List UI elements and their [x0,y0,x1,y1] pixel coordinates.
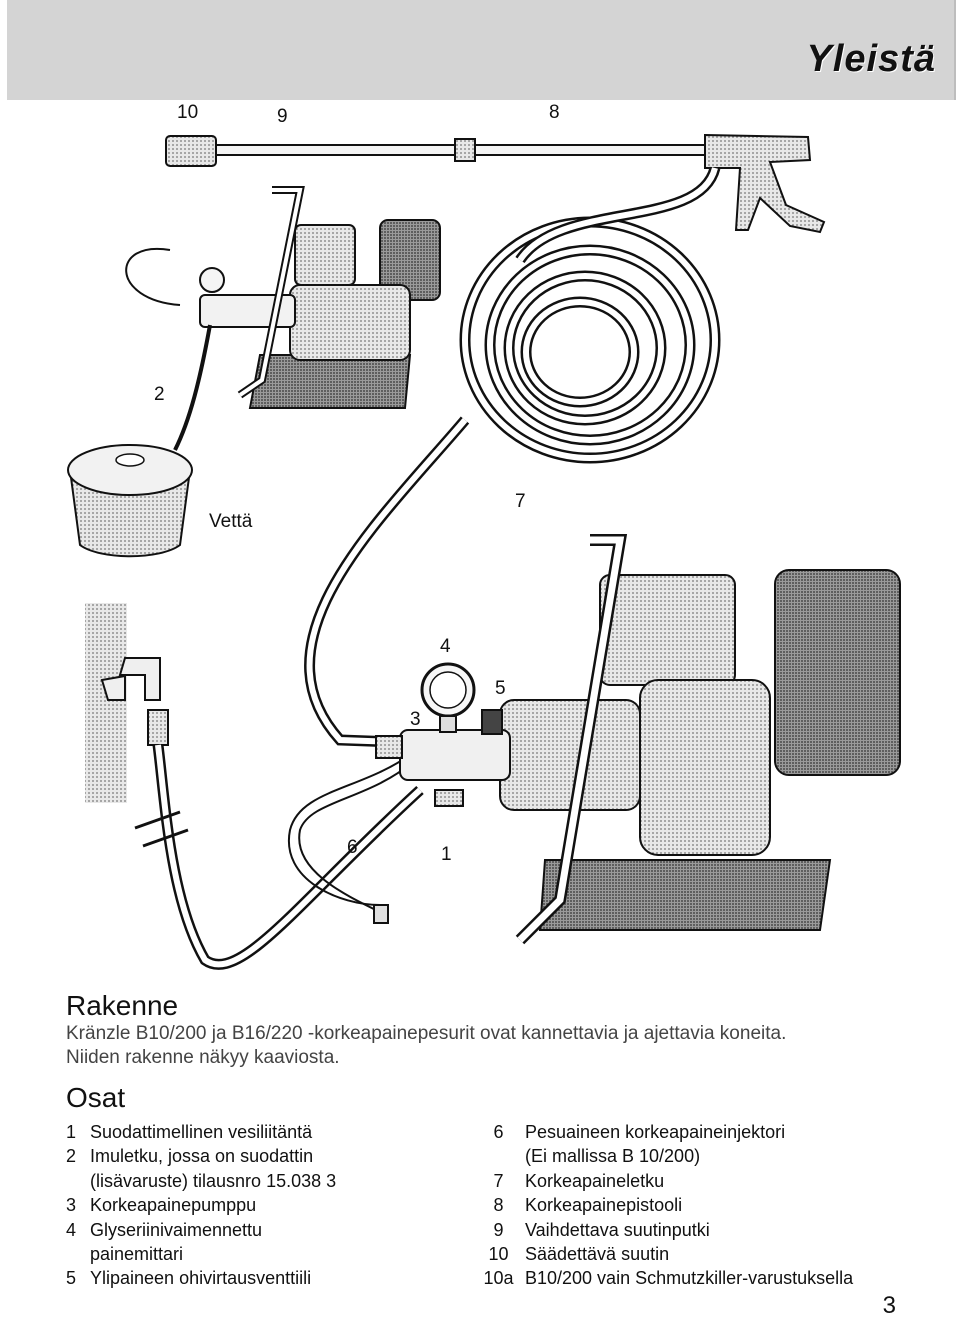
parts-text: painemittari [90,1244,184,1265]
callout-9: 9 [277,106,288,127]
parts-number: 1 [66,1122,77,1142]
callout-2: 2 [154,384,165,405]
parts-text: B10/200 vain Schmutzkiller-varustuksella [525,1268,854,1289]
rakenne-heading: Rakenne [66,990,179,1021]
parts-text: Korkeapainepumppu [90,1195,257,1216]
parts-item: 9 Vaihdettava suutinputki [472,1218,853,1242]
callout-5: 5 [495,678,506,699]
parts-text: Suodattimellinen vesiliitäntä [90,1122,313,1142]
parts-text: (Ei mallissa B 10/200) [525,1146,701,1167]
callout-3: 3 [410,709,421,730]
callout-6: 6 [347,837,358,858]
parts-number: 10 [488,1244,509,1265]
parts-text: Imuletku, jossa on suodattin [90,1146,314,1167]
parts-number: 4 [66,1219,77,1240]
parts-item: 10a B10/200 vain Schmutzkiller-varustukse… [472,1266,853,1290]
parts-list-right: 6 Pesuaineen korkeapaineinjektori (Ei mal… [472,1120,853,1291]
page-title: Yleistä [806,38,936,80]
parts-number: 8 [493,1195,504,1216]
parts-item: 10 Säädettävä suutin [472,1242,853,1266]
parts-text: Säädettävä suutin [525,1244,670,1265]
parts-item: 6 Pesuaineen korkeapaineinjektori [472,1120,853,1144]
callout-10: 10 [177,102,199,123]
parts-text: Glyseriinivaimennettu [90,1219,263,1240]
parts-item: painemittari [66,1242,336,1266]
callout-1: 1 [441,844,452,865]
parts-item: 2 Imuletku, jossa on suodattin [66,1144,336,1168]
water-bucket [67,444,193,558]
parts-number: 9 [493,1219,504,1240]
small-pump-unit [125,186,441,451]
callout-8: 8 [549,102,560,123]
parts-text: Korkeapainepistooli [525,1195,683,1216]
parts-text: Vaihdettava suutinputki [525,1219,710,1240]
page-number: 3 [882,1292,896,1319]
parts-number: 7 [493,1170,504,1191]
parts-item: 4 Glyseriinivaimennettu [66,1218,336,1242]
parts-item: 5 Ylipaineen ohivirtausventtiili [66,1266,336,1290]
parts-text: Pesuaineen korkeapaineinjektori [525,1122,786,1142]
parts-number [66,1169,90,1193]
spray-lance [165,133,826,234]
parts-number [472,1144,525,1168]
parts-item: 8 Korkeapainepistooli [472,1193,853,1217]
callout-7: 7 [515,491,526,512]
water-tap [85,603,424,970]
parts-text: Korkeapaineletku [525,1170,665,1191]
parts-number: 3 [66,1195,77,1216]
parts-item: (lisävaruste) tilausnro 15.038 3 [66,1169,336,1193]
parts-text: (lisävaruste) tilausnro 15.038 3 [90,1170,337,1191]
rakenne-line-1: Kränzle B10/200 ja B16/220 -korkeapainep… [66,1023,787,1044]
pressure-washer-illustration [67,133,901,970]
header-band: Yleistä [7,0,956,100]
parts-number: 5 [66,1268,77,1289]
osat-heading: Osat [66,1082,126,1113]
parts-item: 3 Korkeapainepumppu [66,1193,336,1217]
parts-text: Ylipaineen ohivirtausventtiili [90,1268,312,1289]
high-pressure-hose-coil [304,166,721,748]
callout-water: Vettä [209,511,253,532]
parts-number: 10a [483,1268,514,1289]
main-pump-unit [375,534,901,945]
rakenne-line-2: Niiden rakenne näkyy kaaviosta. [66,1047,340,1068]
callout-4: 4 [440,636,451,657]
rakenne-intro: Kränzle B10/200 ja B16/220 -korkeapainep… [66,1022,926,1070]
detergent-hose [287,754,416,924]
parts-number [66,1242,90,1266]
parts-item: 7 Korkeapaineletku [472,1169,853,1193]
parts-item: (Ei mallissa B 10/200) [472,1144,853,1168]
parts-number: 2 [66,1146,77,1167]
parts-number: 6 [493,1122,504,1142]
parts-item: 1 Suodattimellinen vesiliitäntä [66,1120,336,1144]
parts-list-left: 1 Suodattimellinen vesiliitäntä 2 Imuletku… [66,1120,336,1291]
